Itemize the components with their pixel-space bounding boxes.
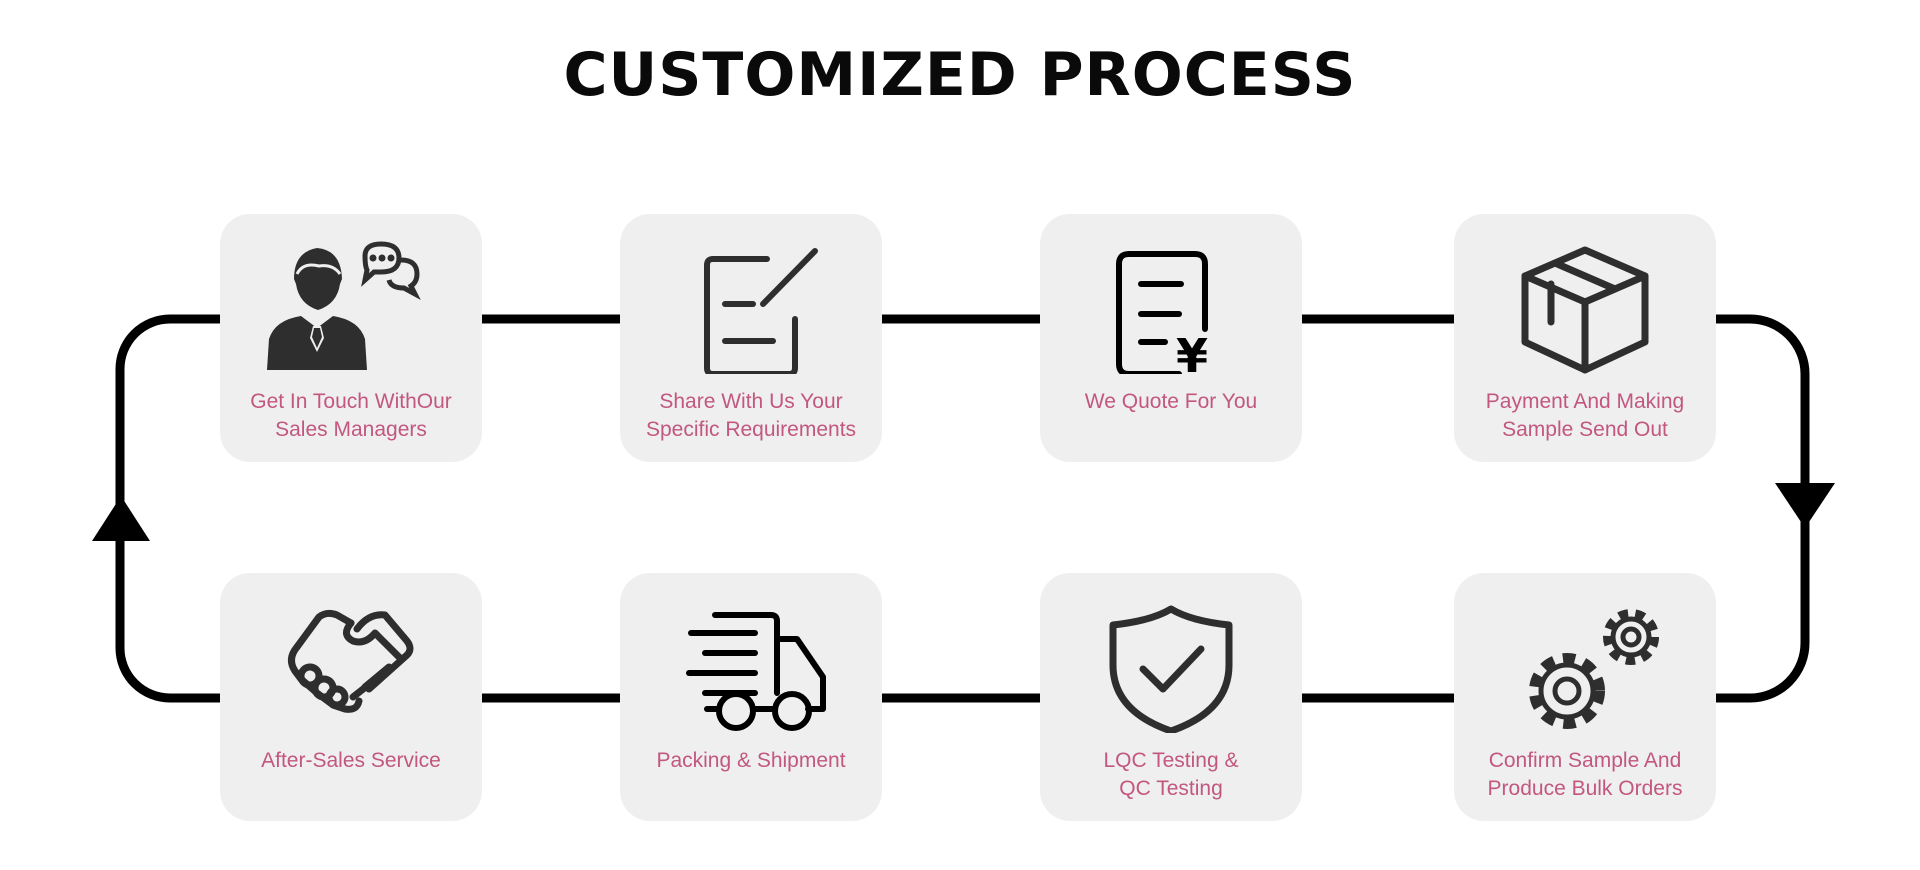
shield-check-icon <box>1081 583 1261 733</box>
step-card-after-sales: After-Sales Service <box>220 573 482 821</box>
step-label: LQC Testing & QC Testing <box>1103 749 1239 800</box>
step-label: Packing & Shipment <box>656 749 846 772</box>
step-label: After-Sales Service <box>261 749 441 772</box>
step-card-quote: ¥ We Quote For You <box>1040 214 1302 462</box>
step-card-qc-testing: LQC Testing & QC Testing <box>1040 573 1302 821</box>
step-label: Share With Us Your Specific Requirements <box>645 390 857 441</box>
edit-form-icon <box>661 224 841 374</box>
delivery-truck-icon <box>661 583 841 733</box>
step-label: Get In Touch WithOur Sales Managers <box>250 390 452 441</box>
page-title: CUSTOMIZED PROCESS <box>563 40 1357 110</box>
handshake-icon <box>261 583 441 733</box>
step-label: We Quote For You <box>1084 390 1258 413</box>
step-card-requirements: Share With Us Your Specific Requirements <box>620 214 882 462</box>
svg-text:¥: ¥ <box>1176 329 1208 374</box>
package-box-icon <box>1495 224 1675 374</box>
step-label: Confirm Sample And Produce Bulk Orders <box>1487 749 1683 800</box>
gears-icon <box>1495 583 1675 733</box>
top-connector-line <box>115 314 1810 703</box>
arrow-down-icon <box>1775 483 1835 528</box>
step-card-shipment: Packing & Shipment <box>620 573 882 821</box>
step-card-contact: Get In Touch WithOur Sales Managers <box>220 214 482 462</box>
step-card-bulk-orders: Confirm Sample And Produce Bulk Orders <box>1454 573 1716 821</box>
step-label: Payment And Making Sample Send Out <box>1485 390 1685 441</box>
sales-manager-icon <box>261 224 441 374</box>
arrow-up-icon <box>92 496 150 541</box>
step-card-payment-sample: Payment And Making Sample Send Out <box>1454 214 1716 462</box>
quote-document-icon: ¥ <box>1081 224 1261 374</box>
